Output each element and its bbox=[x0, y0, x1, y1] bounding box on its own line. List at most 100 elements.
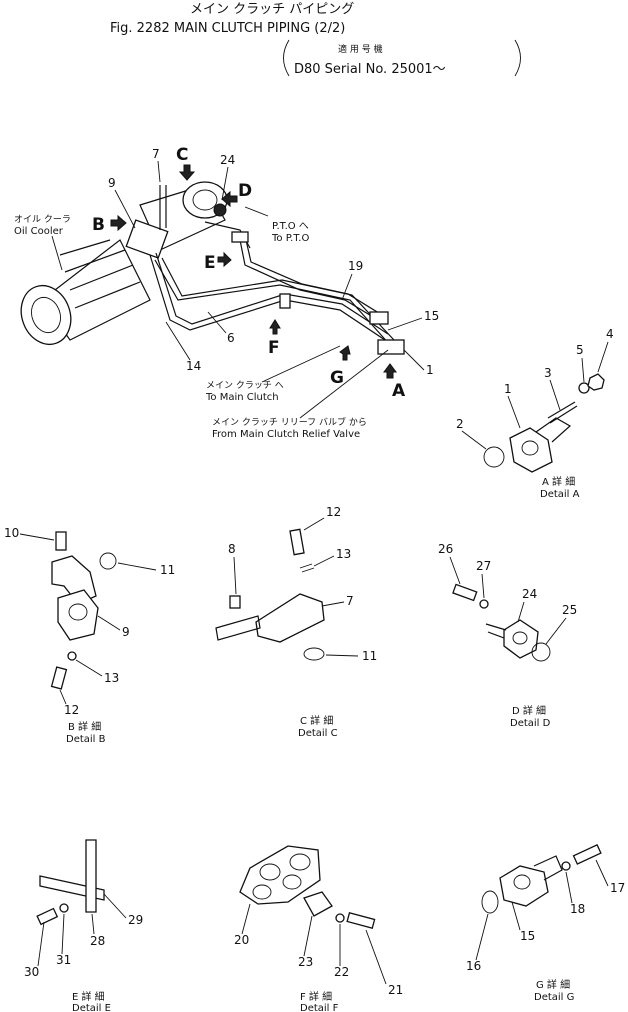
bolt-d bbox=[452, 583, 478, 602]
pto-en: To P.T.O bbox=[271, 233, 309, 244]
e-caption-en: Detail E bbox=[72, 1003, 111, 1012]
applicable-jp: 適 用 号 機 bbox=[338, 43, 383, 55]
a-caption-en: Detail A bbox=[540, 489, 580, 500]
block-c bbox=[255, 593, 325, 643]
pto-jp: P.T.O へ bbox=[272, 221, 309, 232]
spacer-f bbox=[303, 891, 333, 917]
clamp-f bbox=[279, 293, 291, 309]
oring-b bbox=[99, 552, 117, 570]
washer-g bbox=[561, 861, 571, 871]
a-part-4: 4 bbox=[606, 327, 614, 341]
c-part-11: 11 bbox=[362, 649, 377, 663]
g-part-15: 15 bbox=[520, 929, 535, 943]
f-part-21: 21 bbox=[388, 983, 403, 997]
washer-a bbox=[578, 382, 590, 394]
title-en: Fig. 2282 MAIN CLUTCH PIPING (2/2) bbox=[110, 21, 345, 36]
c-part-12: 12 bbox=[326, 505, 341, 519]
e-part-30: 30 bbox=[24, 965, 39, 979]
flange-g bbox=[499, 865, 549, 907]
b-part-12: 12 bbox=[64, 703, 79, 717]
g-caption-en: Detail G bbox=[534, 992, 574, 1003]
d-part-26: 26 bbox=[438, 542, 453, 556]
bolt-a bbox=[547, 401, 578, 424]
f-part-22: 22 bbox=[334, 965, 349, 979]
oring-c bbox=[303, 647, 325, 661]
e-part-31: 31 bbox=[56, 953, 71, 967]
f-part-23: 23 bbox=[298, 955, 313, 969]
detail-f: 20 23 22 21 F 詳 細 Detail F bbox=[234, 845, 403, 1012]
d-caption-en: Detail D bbox=[510, 718, 551, 729]
detail-a: 1 2 3 5 4 A 詳 細 Detail A bbox=[456, 327, 614, 500]
arrow-e bbox=[217, 251, 232, 268]
callout-a: A bbox=[392, 381, 406, 401]
part-24: 24 bbox=[220, 153, 235, 167]
detail-d: 26 27 24 25 D 詳 細 Detail D bbox=[438, 542, 577, 729]
part-15: 15 bbox=[424, 309, 439, 323]
bracket-left bbox=[283, 39, 290, 77]
d-part-25: 25 bbox=[562, 603, 577, 617]
e-caption-jp: E 詳 細 bbox=[72, 990, 105, 1003]
c-caption-en: Detail C bbox=[298, 728, 338, 739]
f-caption-jp: F 詳 細 bbox=[300, 990, 332, 1003]
c-part-7: 7 bbox=[346, 594, 354, 608]
d-part-24: 24 bbox=[522, 587, 537, 601]
b-part-9: 9 bbox=[122, 625, 130, 639]
callout-b: B bbox=[92, 215, 105, 235]
oil-cooler-en: Oil Cooler bbox=[14, 226, 64, 237]
pipes bbox=[149, 185, 395, 346]
c-part-13: 13 bbox=[336, 547, 351, 561]
g-part-18: 18 bbox=[570, 902, 585, 916]
callout-d: D bbox=[238, 181, 252, 201]
flange-d bbox=[503, 619, 539, 659]
g-part-17: 17 bbox=[610, 881, 625, 895]
arrow-c bbox=[178, 164, 196, 181]
part-19: 19 bbox=[348, 259, 363, 273]
arrow-d bbox=[221, 190, 238, 208]
arrow-g bbox=[339, 345, 351, 361]
arrow-a bbox=[383, 363, 397, 379]
part-1-main: 1 bbox=[426, 363, 434, 377]
b-caption-en: Detail B bbox=[66, 734, 106, 745]
part-14: 14 bbox=[186, 359, 201, 373]
applicable-serial: D80 Serial No. 25001～ bbox=[294, 62, 446, 77]
clamp-f-body bbox=[239, 845, 321, 905]
callout-f: F bbox=[268, 338, 280, 358]
e-part-28: 28 bbox=[90, 934, 105, 948]
b-part-13: 13 bbox=[104, 671, 119, 685]
plug-c bbox=[229, 595, 241, 609]
d-part-27: 27 bbox=[476, 559, 491, 573]
f-part-20: 20 bbox=[234, 933, 249, 947]
bolt-e bbox=[36, 907, 59, 926]
fitting-relief bbox=[369, 311, 389, 325]
oring-g bbox=[481, 890, 499, 914]
b-part-10: 10 bbox=[4, 526, 19, 540]
callout-g: G bbox=[330, 368, 344, 388]
part-6: 6 bbox=[227, 331, 235, 345]
oring-d bbox=[531, 642, 551, 662]
a-part-5: 5 bbox=[576, 343, 584, 357]
b-caption-jp: B 詳 細 bbox=[68, 720, 101, 733]
detail-c: 12 13 8 7 11 C 詳 細 Detail C bbox=[215, 505, 377, 739]
f-caption-en: Detail F bbox=[300, 1003, 339, 1012]
flange-a bbox=[509, 427, 553, 473]
nut-a bbox=[587, 373, 605, 391]
clamp-e bbox=[231, 231, 249, 243]
header: メイン クラッチ パイピング Fig. 2282 MAIN CLUTCH PIP… bbox=[110, 2, 521, 77]
part-9: 9 bbox=[108, 176, 116, 190]
a-caption-jp: A 詳 細 bbox=[542, 475, 575, 488]
arrow-b bbox=[110, 214, 127, 232]
bolt-c bbox=[289, 528, 305, 556]
main-assembly-view: オイル クーラ Oil Cooler P.T.O へ To P.T.O メイン … bbox=[14, 145, 439, 440]
g-caption-jp: G 詳 細 bbox=[536, 978, 570, 991]
oil-cooler-jp: オイル クーラ bbox=[14, 214, 71, 225]
d-caption-jp: D 詳 細 bbox=[512, 704, 546, 717]
bolt-g bbox=[572, 844, 602, 865]
g-part-16: 16 bbox=[466, 959, 481, 973]
a-part-2: 2 bbox=[456, 417, 464, 431]
washer-e bbox=[59, 903, 69, 913]
relief-en: From Main Clutch Relief Valve bbox=[212, 429, 360, 440]
washer-f bbox=[335, 913, 345, 923]
washer-b bbox=[67, 651, 77, 661]
bolt-f bbox=[346, 911, 376, 929]
